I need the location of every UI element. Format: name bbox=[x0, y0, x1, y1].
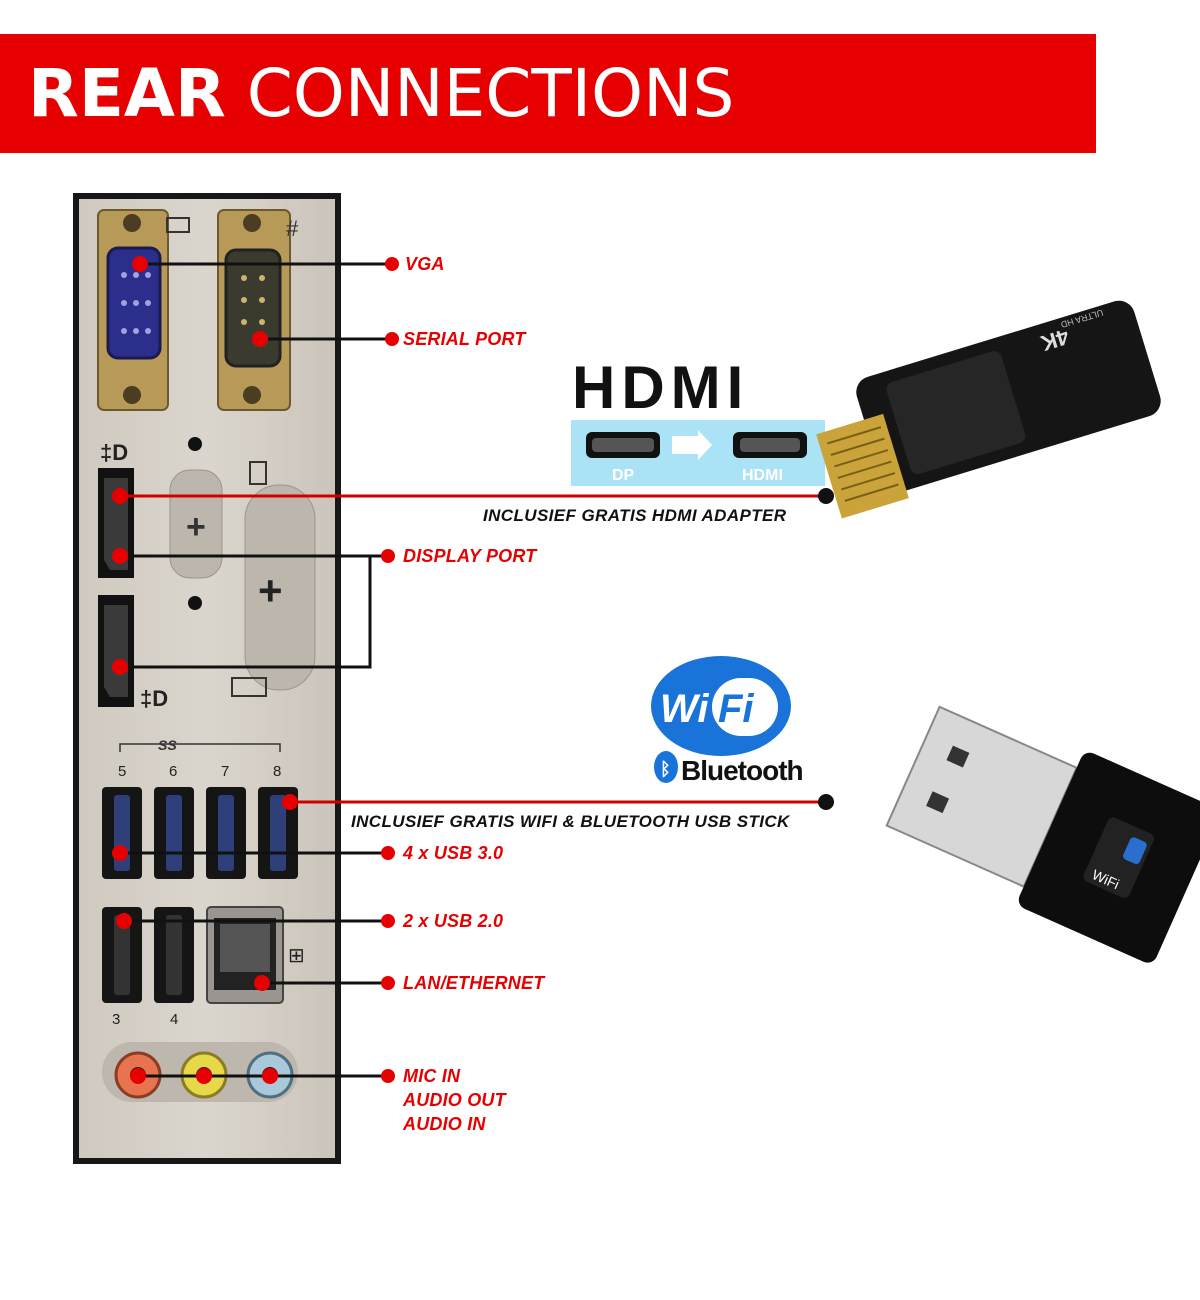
label-lan: LAN/ETHERNET bbox=[403, 973, 545, 993]
label-mic-in: MIC IN bbox=[403, 1066, 461, 1086]
svg-text:ᛒ: ᛒ bbox=[660, 759, 671, 779]
title-bold: REAR bbox=[28, 54, 226, 132]
wifi-logo-wi: Wi bbox=[660, 687, 709, 731]
label-serial-port: SERIAL PORT bbox=[403, 329, 526, 349]
wifi-stick-device: WiFi bbox=[885, 705, 1200, 963]
displayport-ports: ‡D ‡D + + bbox=[98, 437, 316, 711]
usb2-num-4: 4 bbox=[170, 1011, 178, 1028]
title-rest: CONNECTIONS bbox=[225, 54, 735, 132]
dp-label: DP bbox=[612, 467, 635, 484]
label-audio-in: AUDIO IN bbox=[403, 1114, 486, 1134]
caption-wifi-stick: INCLUSIEF GRATIS WIFI & BLUETOOTH USB ST… bbox=[351, 812, 790, 831]
label-usb2: 2 x USB 2.0 bbox=[403, 911, 504, 931]
svg-text:‡D: ‡D bbox=[140, 686, 168, 711]
svg-text:⊞: ⊞ bbox=[288, 945, 305, 967]
hdmi-logo-block: HDMI DP HDMI bbox=[571, 354, 825, 486]
bluetooth-logo-text: Bluetooth bbox=[681, 755, 803, 786]
usb2-num-3: 3 bbox=[112, 1011, 120, 1028]
svg-text:#: # bbox=[286, 216, 299, 241]
hdmi-adapter-device: 4K ULTRA HD bbox=[816, 300, 1161, 519]
label-display-port: DISPLAY PORT bbox=[403, 546, 537, 566]
caption-hdmi-adapter: INCLUSIEF GRATIS HDMI ADAPTER bbox=[483, 506, 787, 525]
leader-lines bbox=[120, 262, 826, 1078]
label-usb3: 4 x USB 3.0 bbox=[403, 843, 504, 863]
hdmi-logo: HDMI bbox=[572, 354, 749, 421]
usb3-num-6: 6 bbox=[169, 763, 177, 780]
usb3-num-8: 8 bbox=[273, 763, 281, 780]
usb3-header: SS bbox=[158, 737, 177, 753]
svg-text:+: + bbox=[258, 567, 283, 614]
svg-text:‡D: ‡D bbox=[100, 440, 128, 465]
usb3-num-5: 5 bbox=[118, 763, 126, 780]
title-banner: REAR CONNECTIONS bbox=[0, 34, 1096, 153]
svg-text:+: + bbox=[186, 508, 206, 546]
label-vga: VGA bbox=[405, 254, 445, 274]
label-audio-out: AUDIO OUT bbox=[403, 1090, 506, 1110]
page-title: REAR CONNECTIONS bbox=[28, 60, 734, 127]
serial-connector: # bbox=[217, 209, 299, 411]
hdmi-label: HDMI bbox=[742, 467, 783, 484]
port-dots bbox=[112, 256, 399, 1084]
usb2-lan-ports: 3 4 ⊞ bbox=[102, 906, 305, 1028]
vga-connector bbox=[97, 209, 190, 411]
wifi-logo-fi: Fi bbox=[718, 687, 754, 731]
usb3-ports: SS 5 6 7 8 bbox=[102, 737, 298, 879]
usb3-num-7: 7 bbox=[221, 763, 229, 780]
wifi-logo: Wi Fi ᛒ Bluetooth bbox=[651, 656, 804, 786]
